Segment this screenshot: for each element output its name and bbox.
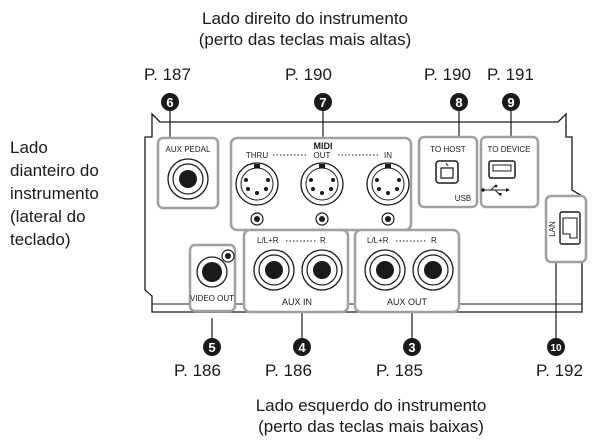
page-ref-midi: P. 190 [285, 65, 332, 84]
aux-pedal-port[interactable]: AUX PEDAL [156, 136, 220, 210]
callout-number-9: 9 [507, 95, 514, 110]
callout-marker-6: 6 [161, 93, 179, 111]
to-host-label: TO HOST [430, 145, 466, 154]
side-caption-line-4: (lateral do [10, 207, 86, 226]
midi-screws [250, 212, 395, 226]
side-caption-line-3: instrumento [10, 184, 99, 203]
callout-number-5: 5 [208, 340, 215, 355]
leader-lines [169, 111, 557, 338]
aux-in-r-label: R [320, 236, 326, 245]
callout-marker-7: 7 [314, 93, 332, 111]
usb-to-host-port[interactable]: TO HOST USB [417, 135, 479, 209]
callout-number-3: 3 [408, 340, 415, 355]
side-caption-line-2: dianteiro do [10, 161, 99, 180]
callout-number-8: 8 [455, 95, 462, 110]
aux-pedal-label: AUX PEDAL [166, 145, 211, 154]
callout-marker-3: 3 [403, 338, 421, 356]
side-caption: Lado dianteiro do instrumento (lateral d… [10, 136, 99, 251]
side-caption-line-5: teclado) [10, 230, 71, 249]
top-caption: Lado direito do instrumento (perto das t… [180, 8, 430, 50]
usb-to-device-port[interactable]: TO DEVICE [479, 135, 540, 209]
callout-marker-8: 8 [450, 93, 468, 111]
aux-out-r-port[interactable] [412, 249, 454, 291]
bottom-caption-line-1: Lado esquerdo do instrumento [255, 396, 487, 415]
bottom-caption: Lado esquerdo do instrumento (perto das … [226, 395, 516, 437]
aux-out-l-label: L/L+R [367, 236, 389, 245]
midi-thru-label: THRU [246, 151, 268, 160]
page-ref-to-host: P. 190 [424, 65, 471, 84]
midi-in-label: IN [384, 151, 392, 160]
callout-marker-4: 4 [293, 338, 311, 356]
callout-number-4: 4 [298, 340, 306, 355]
page-ref-lan: P. 192 [536, 361, 583, 380]
page-ref-aux-out: P. 185 [376, 361, 423, 380]
midi-out-label: OUT [314, 151, 331, 160]
callout-marker-10: 10 [547, 338, 565, 356]
aux-out-l-port[interactable] [364, 249, 406, 291]
video-out-port[interactable]: VIDEO OUT [188, 243, 237, 313]
page-ref-aux-in: P. 186 [265, 361, 312, 380]
top-caption-line-2: (perto das teclas mais altas) [198, 30, 412, 49]
aux-in-label: AUX IN [282, 297, 312, 307]
to-device-label: TO DEVICE [488, 145, 531, 154]
page-ref-video-out: P. 186 [174, 361, 221, 380]
callout-number-6: 6 [166, 95, 173, 110]
midi-thru-port[interactable] [235, 162, 279, 206]
callout-number-10: 10 [550, 343, 562, 354]
video-out-label: VIDEO OUT [190, 294, 234, 303]
bottom-caption-line-2: (perto das teclas mais baixas) [258, 417, 484, 436]
callout-marker-9: 9 [502, 93, 520, 111]
midi-in-port[interactable] [366, 162, 410, 206]
midi-label: MIDI [314, 141, 333, 151]
usb-symbol-icon [481, 184, 510, 196]
callout-number-7: 7 [319, 95, 326, 110]
callout-marker-5: 5 [203, 338, 221, 356]
page-ref-aux-pedal: P. 187 [144, 65, 191, 84]
page-ref-to-device: P. 191 [487, 65, 534, 84]
lan-port[interactable]: LAN [544, 194, 588, 264]
aux-in-r-port[interactable] [301, 249, 343, 291]
lan-label: LAN [548, 221, 557, 237]
aux-in-l-port[interactable] [253, 249, 295, 291]
midi-out-port[interactable] [300, 162, 344, 206]
aux-in-l-label: L/L+R [257, 236, 279, 245]
aux-out-label: AUX OUT [387, 297, 428, 307]
top-caption-line-1: Lado direito do instrumento [201, 9, 409, 28]
side-caption-line-1: Lado [10, 138, 48, 157]
usb-label: USB [455, 194, 471, 203]
aux-out-r-label: R [431, 236, 437, 245]
